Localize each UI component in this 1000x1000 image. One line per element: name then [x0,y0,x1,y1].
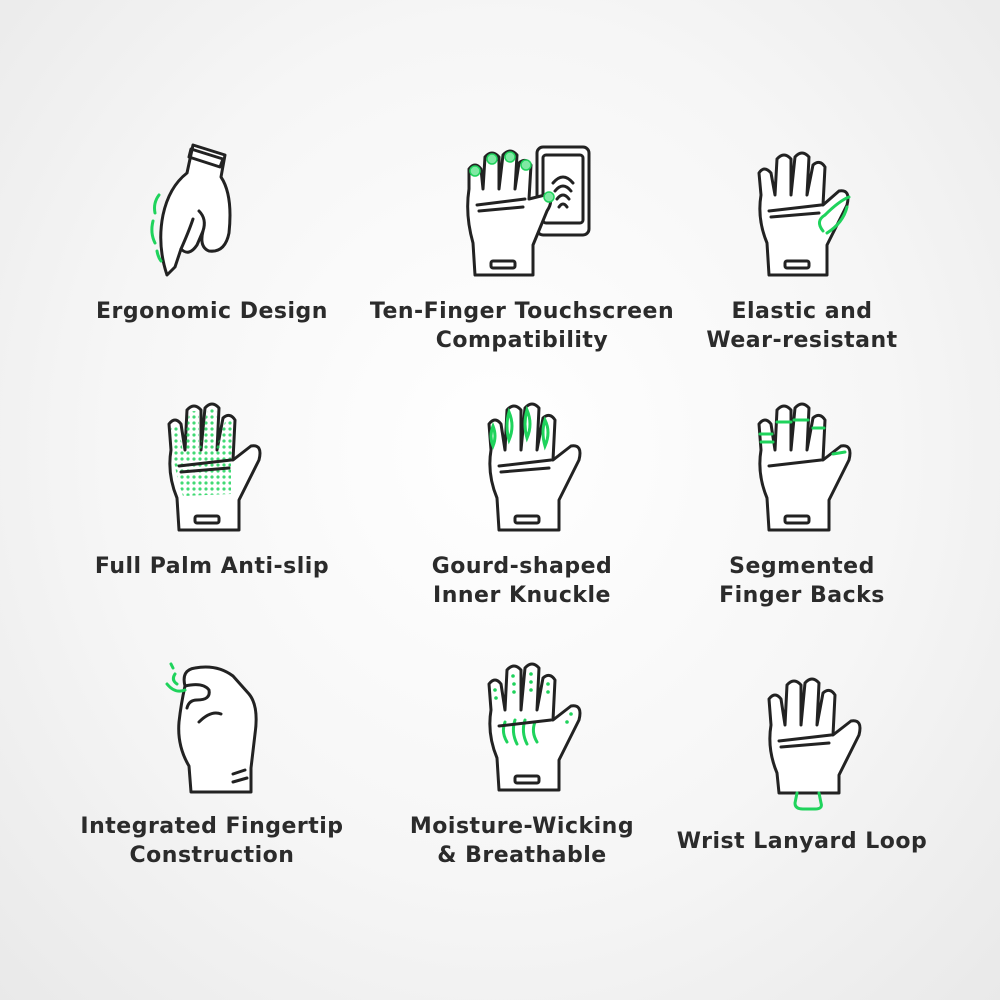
feature-elastic: Elastic and Wear-resistant [642,135,962,355]
feature-fingertip: Integrated Fingertip Construction [52,650,372,870]
feature-label: Ergonomic Design [96,299,328,324]
touchscreen-glove-icon [447,135,597,285]
feature-label: Ten-Finger Touchscreen Compatibility [369,299,675,353]
ergonomic-hand-icon [137,135,287,285]
feature-label: Elastic and Wear-resistant [706,299,898,353]
feature-moisture: Moisture-Wicking & Breathable [362,650,682,870]
feature-lanyard: Wrist Lanyard Loop [642,665,962,856]
segmented-glove-icon [727,390,877,540]
feature-label: Full Palm Anti-slip [94,554,330,579]
feature-antislip: Full Palm Anti-slip [52,390,372,581]
feature-label: Integrated Fingertip Construction [80,814,344,868]
feature-ergonomic: Ergonomic Design [52,135,372,326]
feature-label: Moisture-Wicking & Breathable [409,814,635,868]
feature-label: Gourd-shaped Inner Knuckle [431,554,613,608]
feature-knuckle: Gourd-shaped Inner Knuckle [362,390,682,610]
feature-label: Wrist Lanyard Loop [676,829,928,854]
feature-segmented: Segmented Finger Backs [642,390,962,610]
knuckle-glove-icon [447,390,597,540]
lanyard-glove-icon [727,665,877,815]
breathable-glove-icon [447,650,597,800]
feature-touchscreen: Ten-Finger Touchscreen Compatibility [362,135,682,355]
elastic-glove-icon [727,135,877,285]
fingertip-hand-icon [137,650,287,800]
feature-label: Segmented Finger Backs [719,554,885,608]
anti-slip-glove-icon [137,390,287,540]
